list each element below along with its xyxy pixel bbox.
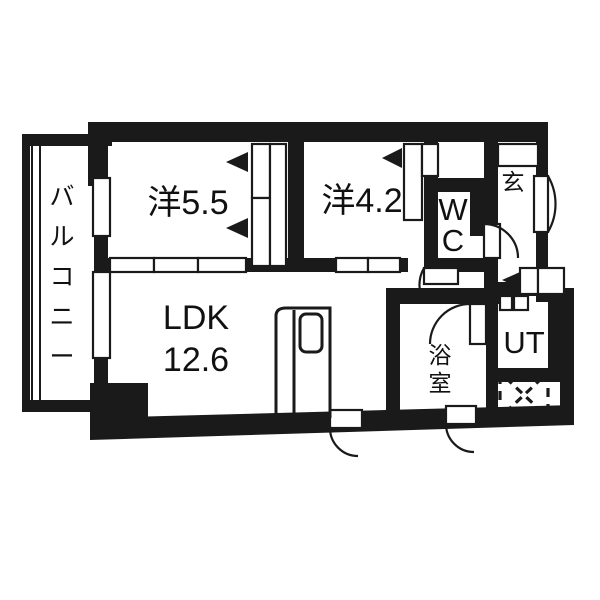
- room-label-ldk-name: LDK: [163, 299, 229, 337]
- balcony-char-3: コ: [49, 263, 74, 291]
- balcony-char-5: ー: [49, 343, 74, 371]
- partition-bathroom-ut: [486, 300, 498, 418]
- sliding-door-panel-a[interactable]: [108, 256, 156, 274]
- bathroom-exterior-door-swing-arc: [444, 423, 475, 454]
- kitchen-counter-group: [274, 306, 332, 418]
- room-label-bathroom-line1: 浴: [429, 342, 452, 368]
- room-label-entrance: 玄: [502, 169, 525, 195]
- closet-door-panel-1c[interactable]: [268, 142, 288, 268]
- right-exterior-wall-lower: [560, 290, 574, 420]
- bedroom1-closet[interactable]: [226, 142, 288, 268]
- entrance-door-leaf[interactable]: [532, 174, 550, 234]
- hall-door-leaf[interactable]: [482, 222, 502, 260]
- ldk-exterior-door-leaf[interactable]: [328, 408, 364, 430]
- sliding-door-panel-c[interactable]: [196, 256, 248, 274]
- window-bedroom1-balcony: [91, 176, 112, 238]
- shoe-cabinet: [496, 142, 540, 168]
- kitchen-sink-basin: [298, 312, 324, 354]
- wc-door-swing-arc: [418, 267, 425, 303]
- closet-arrow-icon-bottom-1: [226, 218, 248, 238]
- ut-step-wall: [498, 368, 562, 382]
- entrance-group[interactable]: [482, 142, 557, 260]
- room-label-bedroom1: 洋5.5: [147, 184, 228, 222]
- bathroom-exterior-door-leaf[interactable]: [444, 404, 478, 426]
- sliding-doors-bedroom1-ldk[interactable]: [108, 256, 248, 274]
- room-label-balcony: バ ル コ ニ ー: [49, 183, 74, 371]
- kitchen-counter-outline: [274, 306, 332, 418]
- vent-box-2: [512, 294, 530, 312]
- closet-door-panel-1b[interactable]: [250, 196, 272, 268]
- balcony-windows: [91, 176, 112, 360]
- sliding-door-panel-d[interactable]: [334, 256, 370, 274]
- bedroom2-closet[interactable]: [382, 142, 440, 222]
- corridor-closet-arrow-icon: [502, 272, 520, 288]
- corridor-closet-panel[interactable]: [536, 266, 566, 296]
- bathroom-door-group[interactable]: [428, 302, 488, 346]
- partition-bedroom1-bedroom2: [288, 142, 304, 270]
- balcony-left-wall: [22, 134, 30, 412]
- balcony-char-4: ニ: [49, 303, 74, 331]
- corridor-bath-top-wall: [386, 288, 502, 304]
- wc-left-wall: [424, 178, 438, 272]
- hall-door-swing-arc: [483, 222, 520, 259]
- sliding-door-panel-e[interactable]: [366, 256, 402, 274]
- closet-door-panel-2a[interactable]: [402, 142, 424, 222]
- closet-door-panel-1a[interactable]: [250, 142, 272, 200]
- window-ldk-balcony: [91, 270, 112, 360]
- top-exterior-wall: [88, 122, 548, 142]
- corridor-closet[interactable]: [498, 266, 566, 312]
- washer-pan-outline: [498, 370, 550, 420]
- vent-box-1: [498, 294, 514, 312]
- bathroom-door-leaf[interactable]: [468, 302, 488, 346]
- wc-top-wall: [424, 178, 484, 192]
- bathroom-door-swing-arc: [428, 302, 471, 345]
- closet-arrow-icon-top-1: [226, 152, 248, 172]
- washing-machine-pan-group: [498, 370, 550, 420]
- room-label-wc-line1: W: [438, 192, 468, 227]
- room-label-utility: UT: [503, 325, 544, 360]
- closet-door-panel-2b[interactable]: [420, 142, 440, 178]
- room-label-bedroom2: 洋4.2: [321, 182, 402, 220]
- balcony-char-2: ル: [49, 223, 74, 251]
- ldk-exterior-door-swing-arc: [328, 427, 359, 458]
- top-left-wall-stub: [88, 122, 108, 186]
- entrance-left-wall: [484, 142, 498, 294]
- bathroom-left-wall: [386, 288, 400, 412]
- entrance-door-swing-arc: [547, 175, 557, 233]
- sliding-doors-bedroom2-ldk[interactable]: [334, 256, 402, 274]
- sliding-door-panel-b[interactable]: [152, 256, 200, 274]
- room-label-wc-line2: C: [442, 223, 464, 258]
- balcony-char-1: バ: [49, 183, 74, 211]
- room-label-bathroom-line2: 室: [429, 370, 452, 396]
- wc-door-group[interactable]: [418, 266, 460, 303]
- corridor-closet-door[interactable]: [518, 266, 540, 296]
- ut-right-wall: [548, 296, 562, 382]
- room-label-ldk-area: 12.6: [163, 341, 229, 379]
- bottom-doors[interactable]: [328, 404, 478, 458]
- wc-right-wall-upper: [470, 186, 484, 236]
- closet-arrow-icon-2: [382, 148, 402, 168]
- wc-door-leaf[interactable]: [422, 266, 460, 286]
